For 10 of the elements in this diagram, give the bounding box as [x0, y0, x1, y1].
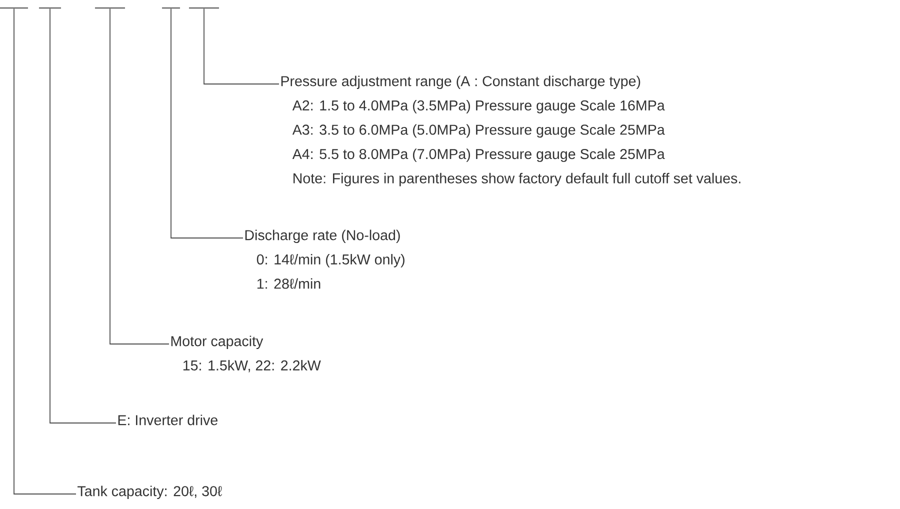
spec-text: Pressure adjustment range (A : Constant discharge type) A2: 1.5 to 4.0MPa (3.5MPa) Pressure gauge Scale 16MPa A3: 3.5 to 6.0MPa (5.0MPa) Pressure gauge Scale 25MPa A4: 5.5 to 8.0MPa (7.0MPa) Pressure gauge Scale 25MPa Note: Figures in parentheses show factory default full cutoff set values. — [281, 76, 740, 186]
spec-text: Motor capacity 15: 1.5kW, 22: 2.2kW — [171, 336, 321, 372]
leader-line — [50, 8, 116, 424]
spec-text: Discharge rate (No-load) 0: 14ℓ/min (1.5kW only) 1: 28ℓ/min — [245, 230, 404, 289]
spec-text: Tank capacity: 20ℓ, 30ℓ — [78, 486, 222, 500]
spec-text: E: Inverter drive — [118, 414, 218, 426]
leader-line — [204, 8, 280, 84]
leader-line — [110, 8, 170, 344]
leader-line — [170, 8, 244, 238]
leader-line — [14, 8, 76, 494]
